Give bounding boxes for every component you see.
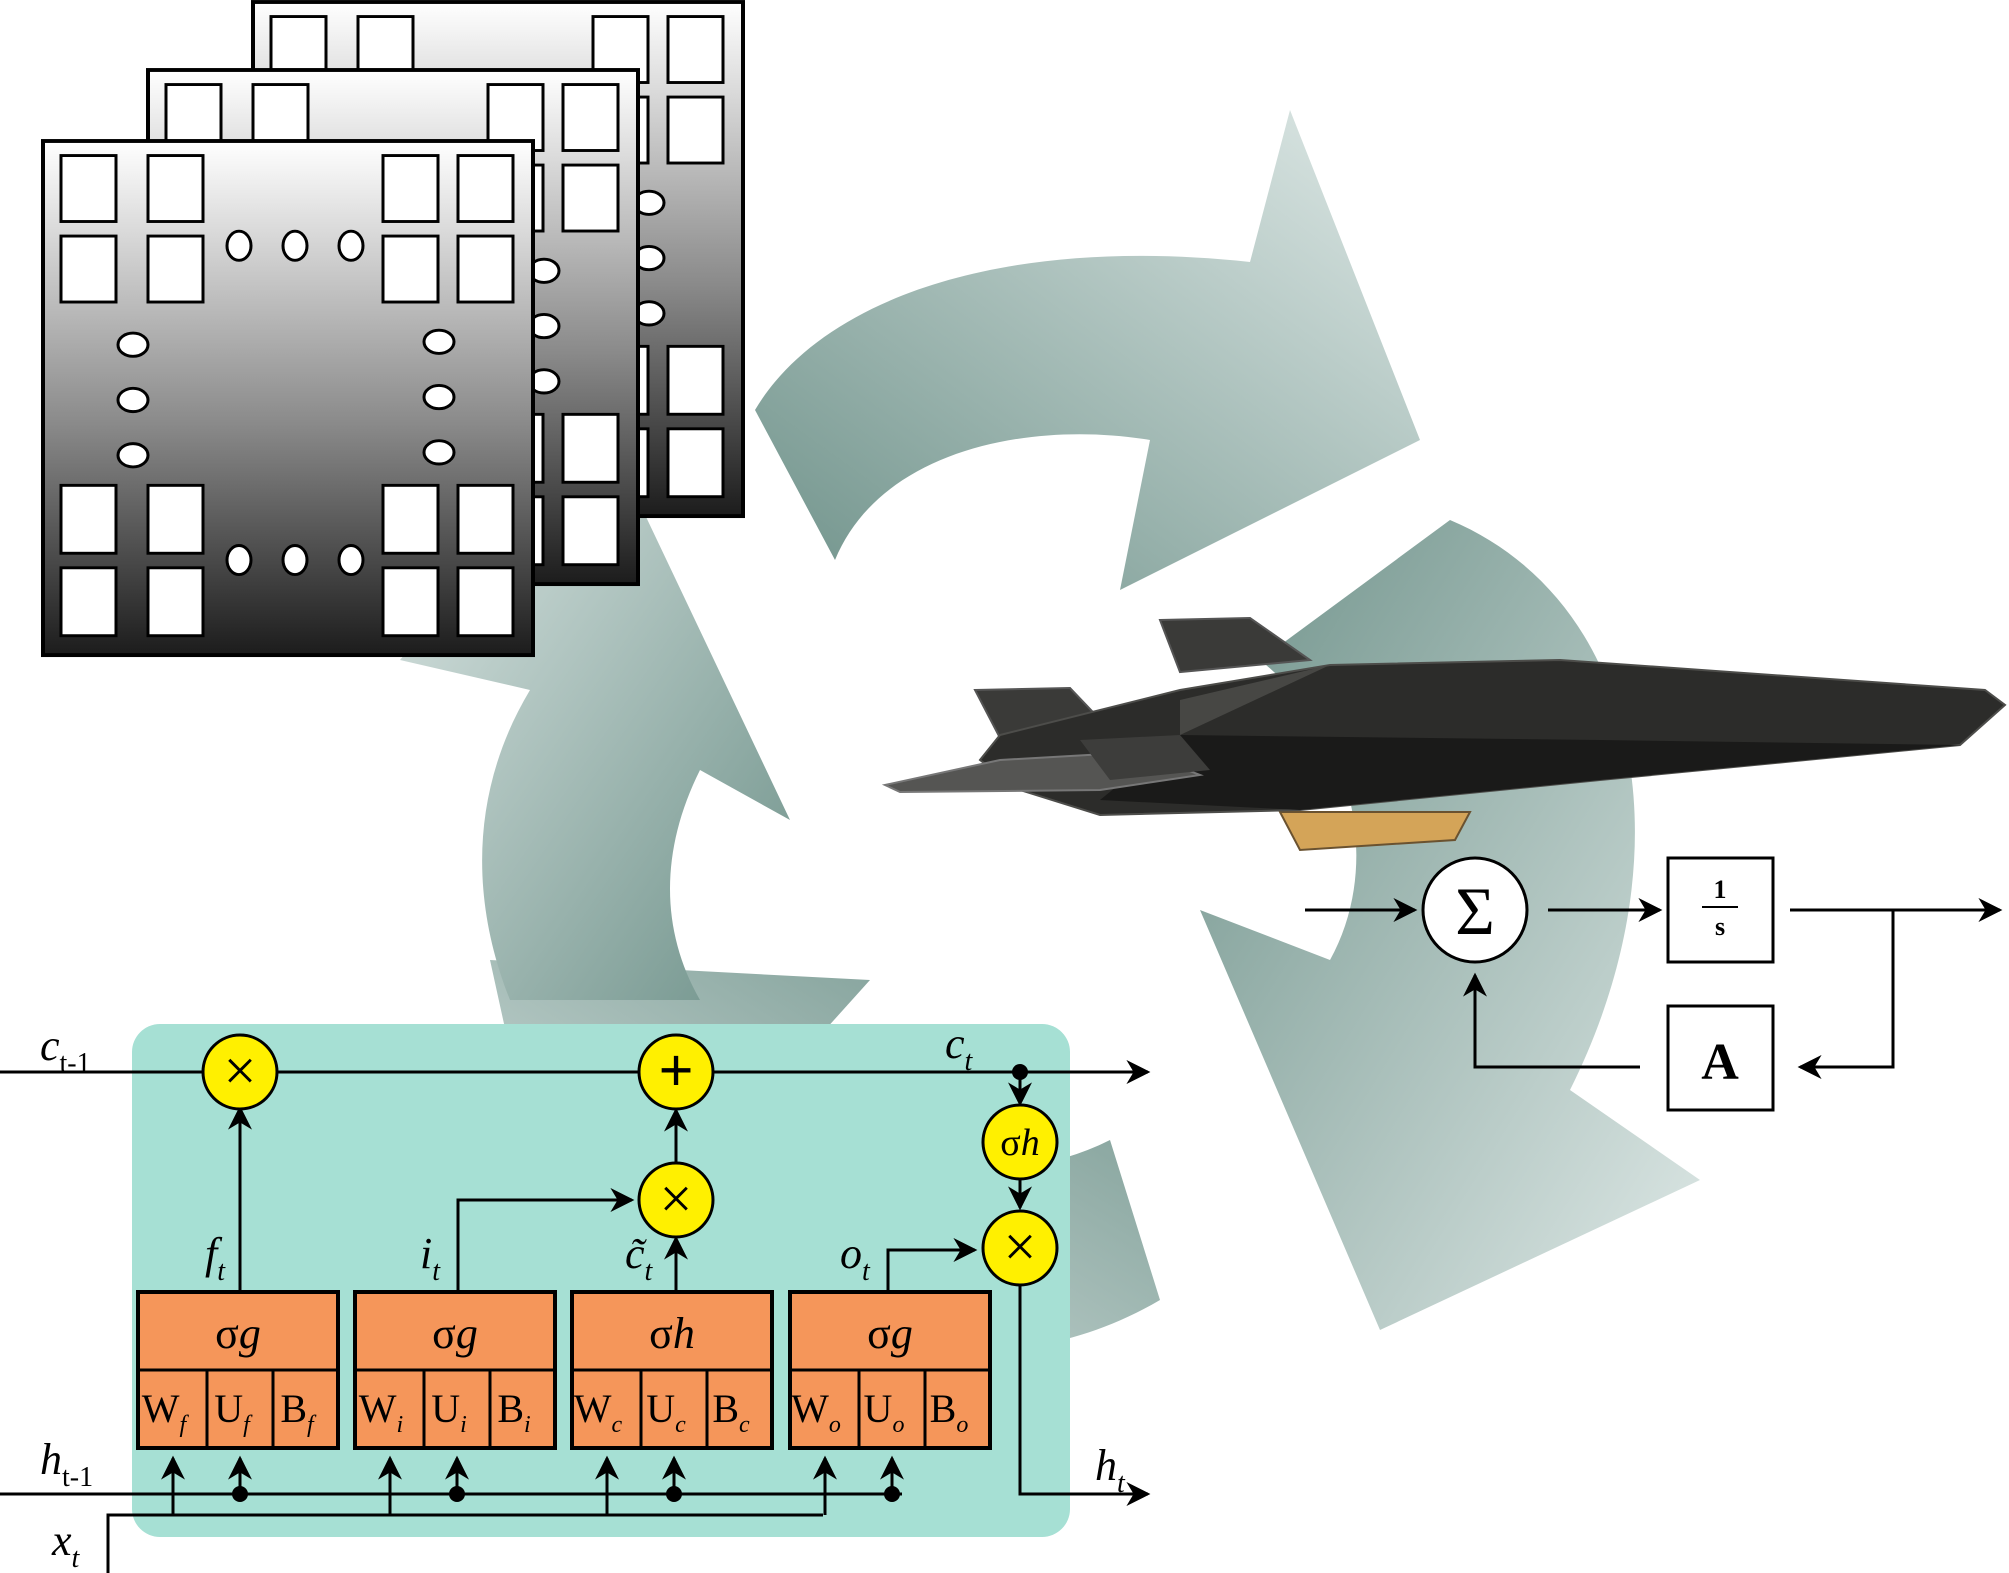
- feedback-matrix-block: [1666, 1004, 1775, 1112]
- svg-text:×: ×: [1004, 1214, 1037, 1279]
- gate-output-label: c̃t: [625, 1229, 654, 1287]
- h-input-junction: [232, 1486, 248, 1502]
- summing-junction: [1421, 856, 1529, 964]
- gate-output-label: ot: [840, 1229, 871, 1287]
- cell-state-out-label: ct: [945, 1019, 974, 1077]
- gate-inputs: [161, 1455, 904, 1515]
- h-input-junction: [884, 1486, 900, 1502]
- h-input-junction: [449, 1486, 465, 1502]
- input-x-label: xt: [51, 1516, 81, 1573]
- gate-weight-label: Bo: [930, 1386, 969, 1438]
- gate-weight-label: Uo: [864, 1386, 905, 1438]
- hidden-in-label: ht-1: [40, 1435, 93, 1493]
- gate-activation-label: σg: [432, 1309, 478, 1358]
- input-gate-arrow: [456, 1188, 635, 1292]
- svg-text:×: ×: [660, 1166, 693, 1231]
- control-loop: Σ 1 s A: [1305, 856, 2003, 1112]
- output-gate-arrow: [886, 1238, 978, 1292]
- feedback-path: [1797, 910, 1895, 1079]
- stacked-grid-layers-icon: [41, 0, 745, 658]
- gate-weight-label: Wf: [142, 1386, 190, 1438]
- output-multiply-operator: [981, 1209, 1059, 1287]
- cell-state-in-label: ct-1: [40, 1021, 91, 1079]
- x-input-line: [106, 1513, 823, 1573]
- gate-weight-label: Wc: [574, 1386, 623, 1438]
- forget-multiply-operator: [201, 1033, 279, 1111]
- gate-activation-label: σg: [867, 1309, 913, 1358]
- feedback-to-sum: [1463, 972, 1640, 1069]
- gate-activation-label: σg: [215, 1309, 261, 1358]
- gate-weight-label: Bf: [280, 1386, 317, 1438]
- svg-text:×: ×: [224, 1038, 257, 1103]
- add-operator: [637, 1033, 715, 1111]
- hidden-output-path: [1018, 1282, 1151, 1506]
- tanh-operator: [981, 1103, 1059, 1181]
- gate-weight-label: Wo: [791, 1386, 841, 1438]
- hypersonic-aircraft-icon: [881, 616, 2007, 852]
- hidden-out-label: ht: [1095, 1441, 1126, 1499]
- input-multiply-operator: [637, 1161, 715, 1239]
- gate-activation-label: σh: [649, 1309, 695, 1358]
- gate-weight-label: Uc: [646, 1386, 686, 1438]
- h-input-junction: [666, 1486, 682, 1502]
- sum-symbol: Σ: [1455, 873, 1495, 949]
- gate-weight-label: Uf: [214, 1386, 253, 1438]
- gate-weight-label: Bi: [497, 1386, 530, 1438]
- lstm-background: [132, 1024, 1070, 1537]
- cycle-arrow-top: [755, 110, 1420, 590]
- gate-output-label: it: [420, 1229, 441, 1287]
- feedback-matrix-label: A: [1701, 1034, 1739, 1091]
- gate-weight-label: Ui: [431, 1386, 467, 1438]
- integrator-denominator: s: [1715, 912, 1725, 941]
- integrator-numerator: 1: [1714, 875, 1727, 904]
- svg-text:+: +: [658, 1037, 693, 1105]
- svg-text:σh: σh: [1000, 1122, 1039, 1164]
- gate-weight-label: Bc: [712, 1386, 750, 1438]
- gate-weight-label: Wi: [359, 1386, 403, 1438]
- integrator-block: [1666, 856, 1775, 964]
